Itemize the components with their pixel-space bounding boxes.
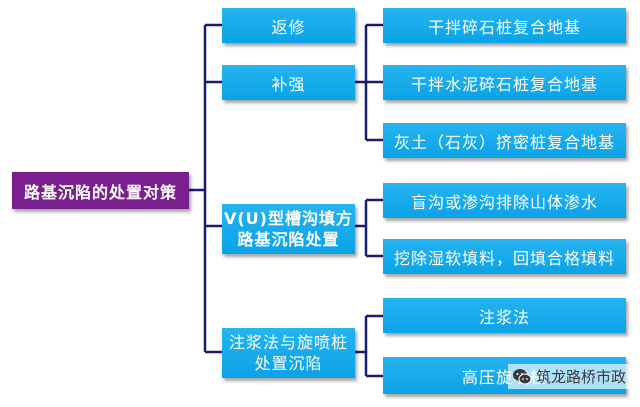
branch-node-label: V(U)型槽沟填方 路基沉陷处置 — [223, 209, 353, 249]
branch-node-grouting: 注浆法与旋喷桩 处置沉陷 — [222, 328, 355, 378]
branch-node-repair: 返修 — [222, 8, 355, 43]
branch-node-label: 注浆法与旋喷桩 处置沉陷 — [228, 333, 348, 373]
watermark-text: 筑龙路桥市政 — [535, 368, 626, 386]
branch-node-reinforce: 补强 — [222, 65, 355, 100]
leaf-node-label: 干拌碎石桩复合地基 — [427, 17, 581, 37]
leaf-node-replace-fill: 挖除湿软填料，回填合格填料 — [383, 239, 626, 274]
leaf-node-label: 盲沟或渗沟排除山体渗水 — [410, 192, 598, 212]
leaf-node-gravel-pile: 干拌碎石桩复合地基 — [383, 8, 626, 43]
wechat-logo-icon — [512, 368, 532, 384]
leaf-node-cement-gravel-pile: 干拌水泥碎石桩复合地基 — [383, 65, 626, 100]
root-node: 路基沉陷的处置对策 — [12, 172, 189, 209]
leaf-node-label: 灰土（石灰）挤密桩复合地基 — [393, 132, 615, 152]
leaf-node-label: 挖除湿软填料，回填合格填料 — [393, 248, 615, 268]
watermark: 筑龙路桥市政 — [507, 364, 630, 389]
leaf-node-blind-ditch: 盲沟或渗沟排除山体渗水 — [383, 183, 626, 218]
leaf-node-lime-soil-pile: 灰土（石灰）挤密桩复合地基 — [383, 123, 626, 158]
branch-node-label: 返修 — [271, 17, 306, 37]
leaf-node-label: 注浆法 — [478, 307, 530, 327]
root-node-label: 路基沉陷的处置对策 — [23, 182, 177, 202]
branch-node-label: 补强 — [271, 74, 306, 94]
leaf-node-label: 干拌水泥碎石桩复合地基 — [410, 74, 598, 94]
leaf-node-grouting-method: 注浆法 — [383, 298, 626, 333]
branch-node-vu-trench: V(U)型槽沟填方 路基沉陷处置 — [222, 204, 355, 254]
